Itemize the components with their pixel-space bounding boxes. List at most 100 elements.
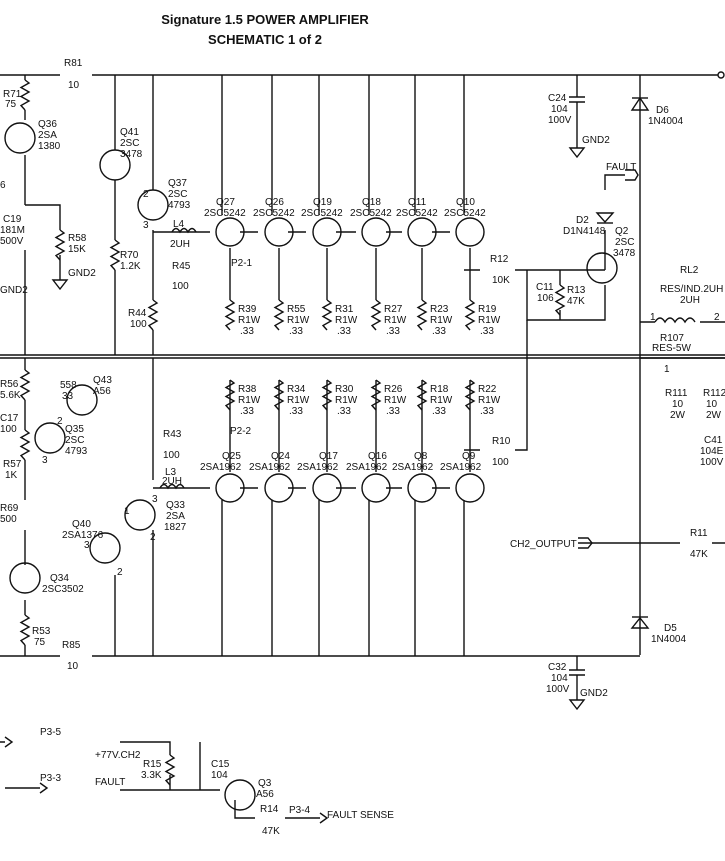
label-c17-ref: C17 [0, 413, 19, 424]
emitter-resistor-upper-value: .33 [386, 326, 400, 337]
label-r69-val: 500 [0, 514, 17, 525]
emitter-resistor-lower-symbol [273, 379, 285, 411]
emitter-resistor-upper-ref: R23 [430, 304, 449, 315]
pnp-part-label: 2SA1962 [249, 462, 291, 473]
resistor-symbol [109, 239, 121, 271]
label-p2-2: P2-2 [230, 426, 252, 437]
label-d2-val: D1N4148 [563, 226, 606, 237]
label-q33-val: 1827 [164, 522, 187, 533]
label-r10-ref: R10 [492, 436, 511, 447]
resistor-symbol [554, 284, 566, 316]
emitter-resistor-lower-ref: R30 [335, 384, 354, 395]
label-r10-val: 100 [492, 457, 509, 468]
emitter-resistor-lower-value: .33 [289, 406, 303, 417]
emitter-resistor-lower-value: .33 [240, 406, 254, 417]
lower-emitter-resistors: R38R1W.33R34R1W.33R30R1W.33R26R1W.33R18R… [224, 379, 501, 417]
label-c32-ref: C32 [548, 662, 567, 673]
npn-ref-label: Q26 [265, 197, 284, 208]
emitter-resistor-lower-symbol [224, 379, 236, 411]
label-q35-ref: Q35 [65, 424, 84, 435]
label-l3-val: 2UH [162, 476, 182, 487]
label-r57-val: 1K [5, 470, 18, 481]
label-rl2-type: RES/IND.2UH [660, 284, 723, 295]
label-r107-ref: R107 [660, 333, 684, 344]
label-r11-ref: R11 [690, 528, 708, 539]
label-r45-ref: R45 [172, 261, 191, 272]
emitter-resistor-upper-symbol [370, 299, 382, 331]
npn-part-label: 2SC5242 [204, 208, 246, 219]
emitter-resistor-upper-rating: R1W [238, 315, 261, 326]
emitter-resistor-lower-value: .33 [337, 406, 351, 417]
label-q41-part: 2SC [120, 138, 139, 149]
emitter-resistor-upper-symbol [224, 299, 236, 331]
label-c24-volt: 100V [548, 115, 572, 126]
label-r558-val: 33 [62, 391, 74, 402]
label-r56-val: 5.6K [0, 390, 21, 401]
pnp-transistor-symbol [455, 473, 485, 503]
label-r11-val: 47K [690, 549, 708, 560]
emitter-resistor-lower-symbol [370, 379, 382, 411]
label-gnd2-left: GND2 [68, 268, 96, 279]
pnp-part-label: 2SA1962 [346, 462, 388, 473]
label-r15-ref: R15 [143, 759, 162, 770]
emitter-resistor-upper-symbol [464, 299, 476, 331]
emitter-resistor-lower-rating: R1W [335, 395, 358, 406]
emitter-resistor-lower-ref: R18 [430, 384, 449, 395]
label-c32-volt: 100V [546, 684, 570, 695]
label-r70-val: 1.2K [120, 261, 141, 272]
emitter-resistor-lower-value: .33 [386, 406, 400, 417]
label-r107-val: RES-5W [652, 343, 691, 354]
label-q40-ref: Q40 [72, 519, 91, 530]
npn-ref-label: Q27 [216, 197, 235, 208]
label-q3-ref: Q3 [258, 778, 272, 789]
label-c15-val: 104 [211, 770, 228, 781]
npn-transistor-symbol [264, 217, 294, 247]
label-fault-top: FAULT [606, 162, 636, 173]
label-r69-ref: R69 [0, 503, 19, 514]
label-fault-sense: FAULT SENSE [327, 810, 394, 821]
pnp-part-label: 2SA1962 [392, 462, 434, 473]
label-q41-ref: Q41 [120, 127, 139, 138]
pin-q35-2: 2 [57, 416, 63, 427]
pnp-transistor-symbol [361, 473, 391, 503]
label-l4-ref: L4 [173, 219, 185, 230]
resistor-symbol [54, 229, 66, 261]
label-d6-val: 1N4004 [648, 116, 683, 127]
pnp-part-label: 2SA1962 [440, 462, 482, 473]
emitter-resistor-lower-ref: R38 [238, 384, 257, 395]
pin-q40-3: 3 [84, 540, 90, 551]
emitter-resistor-lower-ref: R34 [287, 384, 306, 395]
emitter-resistor-lower-rating: R1W [238, 395, 261, 406]
label-q34-val: 2SC3502 [42, 584, 84, 595]
pnp-ref-label: Q24 [271, 451, 290, 462]
npn-output-transistors: Q272SC5242Q262SC5242Q192SC5242Q182SC5242… [204, 197, 486, 247]
label-c32-val: 104 [551, 673, 568, 684]
label-r15-val: 3.3K [141, 770, 162, 781]
resistor-symbol [19, 614, 31, 646]
pin-q33-2: 2 [150, 532, 156, 543]
emitter-resistor-upper-value: .33 [240, 326, 254, 337]
emitter-resistor-lower-rating: R1W [430, 395, 453, 406]
pnp-transistor-symbol [312, 473, 342, 503]
label-r13-val: 47K [567, 296, 585, 307]
label-c41-val: 104E [700, 446, 724, 457]
npn-transistor-symbol [407, 217, 437, 247]
label-r13-ref: R13 [567, 285, 586, 296]
pin-q37-3: 3 [143, 220, 149, 231]
pin-q37-2: 2 [143, 189, 149, 200]
label-c11-val: 106 [537, 293, 554, 304]
label-r71-val: 75 [5, 99, 17, 110]
label-q35-part: 2SC [65, 435, 84, 446]
emitter-resistor-upper-symbol [416, 299, 428, 331]
emitter-resistor-lower-symbol [416, 379, 428, 411]
resistor-symbol [164, 754, 176, 786]
label-p2-1: P2-1 [231, 258, 253, 269]
label-p3-3: P3-3 [40, 773, 62, 784]
pnp-ref-label: Q9 [462, 451, 476, 462]
label-r43-val: 100 [163, 450, 180, 461]
label-q3-val: A56 [256, 789, 274, 800]
emitter-resistor-upper-ref: R27 [384, 304, 403, 315]
label-r57-ref: R57 [3, 459, 22, 470]
label-c11-ref: C11 [536, 282, 554, 293]
label-q36-val: 1380 [38, 141, 61, 152]
